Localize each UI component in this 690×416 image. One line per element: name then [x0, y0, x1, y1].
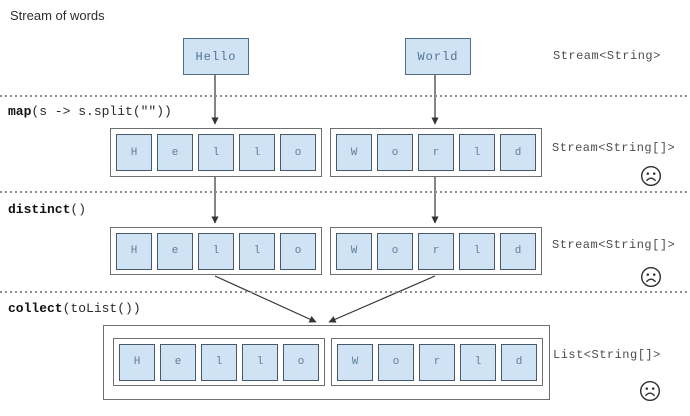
diagram-title: Stream of words — [10, 8, 105, 23]
stage-separator-3 — [0, 291, 690, 293]
map-operation-name: map — [8, 104, 32, 119]
sad-face-icon — [640, 165, 662, 187]
type-label-after-map: Stream<String[]> — [552, 141, 676, 155]
collect-operation-args: (toList()) — [62, 301, 141, 316]
char-cell: o — [283, 343, 319, 381]
char-cell: l — [459, 134, 495, 171]
word-box-world: World — [405, 38, 471, 75]
char-cell: o — [378, 343, 414, 381]
sad-face-icon — [639, 380, 661, 402]
world-array-in-list: W o r l d — [331, 338, 543, 386]
hello-array-after-map: H e l l o — [110, 128, 322, 177]
type-label-initial: Stream<String> — [553, 49, 661, 63]
char-cell: l — [201, 343, 237, 381]
char-cell: W — [337, 343, 373, 381]
type-label-after-distinct: Stream<String[]> — [552, 238, 676, 252]
char-cell: o — [280, 232, 316, 270]
distinct-operation-name: distinct — [8, 202, 71, 217]
char-cell: l — [239, 134, 275, 171]
char-cell: l — [460, 343, 496, 381]
distinct-operation-args: () — [70, 202, 87, 217]
char-cell: d — [500, 134, 536, 171]
hello-array-in-list: H e l l o — [113, 338, 325, 386]
collect-operation-name: collect — [8, 301, 63, 316]
char-cell: o — [377, 232, 413, 270]
collected-list-box: H e l l o W o r l d — [103, 325, 550, 400]
map-operation-args: (s -> s.split("")) — [31, 104, 172, 119]
arrow-distinct-to-collect-right — [328, 275, 436, 323]
type-label-after-collect: List<String[]> — [553, 348, 661, 362]
char-cell: W — [336, 232, 372, 270]
char-cell: l — [459, 232, 495, 270]
char-cell: d — [500, 232, 536, 270]
char-cell: o — [280, 134, 316, 171]
stage-separator-2 — [0, 191, 690, 193]
char-cell: r — [418, 134, 454, 171]
char-cell: o — [377, 134, 413, 171]
char-cell: e — [157, 232, 193, 270]
char-cell: H — [116, 134, 152, 171]
char-cell: e — [160, 343, 196, 381]
word-box-hello: Hello — [183, 38, 249, 75]
world-array-after-map: W o r l d — [330, 128, 542, 177]
char-cell: H — [116, 232, 152, 270]
char-cell: W — [336, 134, 372, 171]
collect-operation-label: collect(toList()) — [8, 301, 141, 316]
distinct-operation-label: distinct() — [8, 202, 86, 217]
char-cell: l — [239, 232, 275, 270]
char-cell: l — [242, 343, 278, 381]
char-cell: H — [119, 343, 155, 381]
hello-array-after-distinct: H e l l o — [110, 227, 322, 275]
arrow-distinct-to-collect-left — [214, 275, 317, 323]
world-array-after-distinct: W o r l d — [330, 227, 542, 275]
char-cell: e — [157, 134, 193, 171]
char-cell: r — [419, 343, 455, 381]
map-operation-label: map(s -> s.split("")) — [8, 104, 172, 119]
stage-separator-1 — [0, 95, 690, 97]
char-cell: r — [418, 232, 454, 270]
char-cell: d — [501, 343, 537, 381]
sad-face-icon — [640, 266, 662, 288]
char-cell: l — [198, 134, 234, 171]
char-cell: l — [198, 232, 234, 270]
